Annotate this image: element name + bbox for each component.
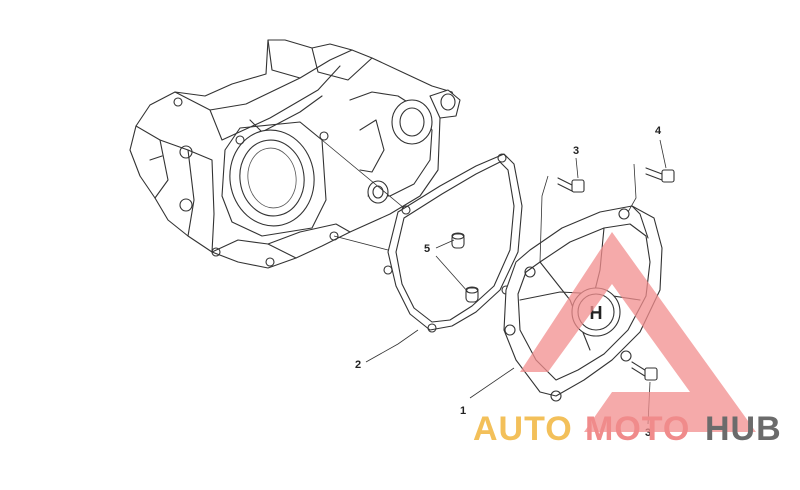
label-part-2: 2: [355, 359, 361, 371]
crankcase-drawing: [129, 39, 461, 269]
label-part-5: 5: [424, 243, 430, 255]
bolt-4-drawing: [645, 167, 675, 183]
label-part-4: 4: [655, 125, 662, 137]
label-part-1: 1: [460, 405, 466, 417]
label-part-3-bottom: 3: [645, 427, 651, 439]
automotohub-watermark: AUTO MOTO HUB: [473, 232, 782, 448]
bolt-3-bottom-drawing: [631, 361, 658, 381]
watermark-moto: MOTO: [585, 410, 690, 448]
bolt-3-top-drawing: [557, 177, 585, 193]
watermark-hub: HUB: [705, 410, 782, 448]
label-part-3-top: 3: [573, 145, 579, 157]
watermark-triangle-logo: [520, 232, 756, 432]
dowel-pins-drawing: [451, 232, 479, 303]
leader-lines: [321, 139, 667, 425]
watermark-auto: AUTO: [473, 410, 573, 448]
